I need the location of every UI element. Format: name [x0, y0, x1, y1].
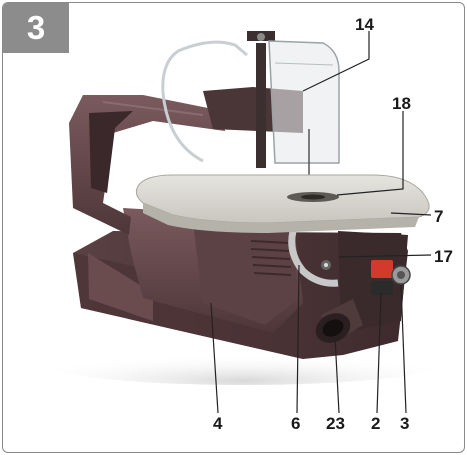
callout-18: 18 [392, 94, 411, 113]
callout-7: 7 [434, 207, 444, 226]
callout-17: 17 [434, 247, 453, 266]
callout-4: 4 [213, 414, 223, 433]
scroll-saw-photo [43, 31, 443, 414]
callout-6: 6 [291, 414, 301, 433]
figure-number-badge: 3 [3, 3, 69, 53]
callout-3: 3 [400, 414, 410, 433]
callout-14: 14 [355, 15, 374, 34]
callout-2: 2 [371, 414, 381, 433]
callout-23: 23 [326, 414, 345, 433]
